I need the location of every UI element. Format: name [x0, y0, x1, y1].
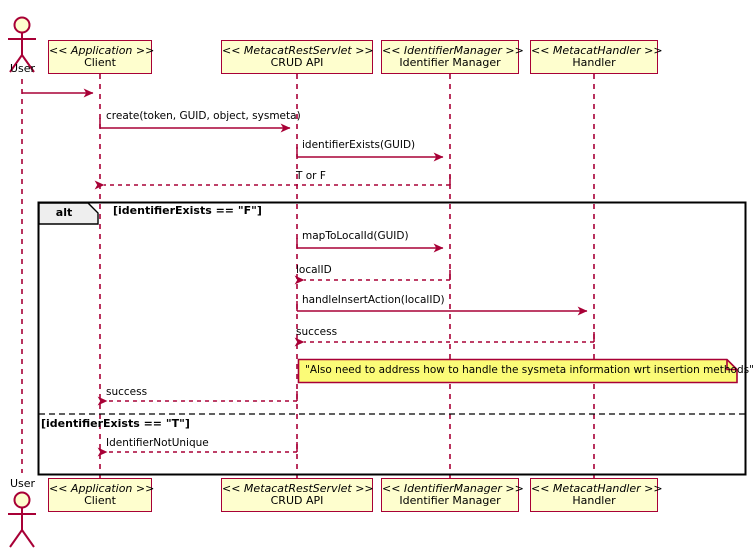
participant-name: Identifier Manager — [399, 494, 501, 508]
message-label-success-handler: success — [296, 326, 338, 338]
participant-box-identifier-manager-top[interactable]: << IdentifierManager >> Identifier Manag… — [381, 40, 524, 74]
actor-label-bottom: User — [9, 477, 36, 490]
participant-name: Handler — [572, 56, 616, 70]
participant-name: Handler — [572, 494, 616, 508]
participant-name: CRUD API — [270, 56, 324, 70]
message-label-handle-insert-action: handleInsertAction(localID) — [302, 294, 445, 306]
participant-box-crud-api-bottom[interactable]: << MetacatRestServlet >> CRUD API — [221, 478, 374, 512]
participant-box-identifier-manager-bottom[interactable]: << IdentifierManager >> Identifier Manag… — [381, 478, 524, 512]
message-label-success-client: success — [106, 386, 148, 398]
participant-box-handler-bottom[interactable]: << MetacatHandler >> Handler — [530, 478, 663, 512]
participant-stereotype: << MetacatRestServlet >> — [222, 44, 374, 57]
participant-stereotype: << MetacatHandler >> — [531, 482, 663, 495]
participant-box-client-bottom[interactable]: << Application >> Client — [48, 478, 155, 512]
message-label-identifier-exists: identifierExists(GUID) — [302, 139, 416, 151]
message-label-map-to-local-id: mapToLocalId(GUID) — [302, 230, 409, 242]
actor-icon-bottom — [8, 491, 36, 548]
message-label-t-or-f: T or F — [296, 170, 326, 182]
participant-name: Client — [84, 56, 116, 70]
participant-box-crud-api-top[interactable]: << MetacatRestServlet >> CRUD API — [221, 40, 374, 74]
message-label-create: create(token, GUID, object, sysmeta) — [106, 110, 301, 122]
message-origin-ticks — [99, 118, 595, 452]
participant-stereotype: << Application >> — [49, 482, 155, 495]
participant-box-client-top[interactable]: << Application >> Client — [48, 40, 155, 74]
participant-stereotype: << IdentifierManager >> — [382, 44, 524, 57]
message-arrows — [22, 88, 594, 457]
note-shape — [297, 358, 738, 384]
message-label-identifier-not-unique: IdentifierNotUnique — [106, 437, 209, 449]
note-label: "Also need to address how to handle the … — [305, 364, 754, 376]
actor-icon-top — [8, 16, 36, 73]
participant-stereotype: << MetacatHandler >> — [531, 44, 663, 57]
participant-name: Client — [84, 494, 116, 508]
fragment-guard-false: [identifierExists == "F"] — [113, 204, 262, 217]
fragment-operator-alt: alt — [55, 206, 73, 219]
actor-label-top: User — [9, 62, 36, 75]
alt-fragment-frame — [37, 201, 747, 476]
participant-stereotype: << MetacatRestServlet >> — [222, 482, 374, 495]
participant-box-handler-top[interactable]: << MetacatHandler >> Handler — [530, 40, 663, 74]
participant-name: CRUD API — [270, 494, 324, 508]
participant-stereotype: << IdentifierManager >> — [382, 482, 524, 495]
message-label-local-id: localID — [296, 264, 332, 276]
fragment-guard-true: [identifierExists == "T"] — [41, 417, 190, 430]
participant-stereotype: << Application >> — [49, 44, 155, 57]
participant-name: Identifier Manager — [399, 56, 501, 70]
